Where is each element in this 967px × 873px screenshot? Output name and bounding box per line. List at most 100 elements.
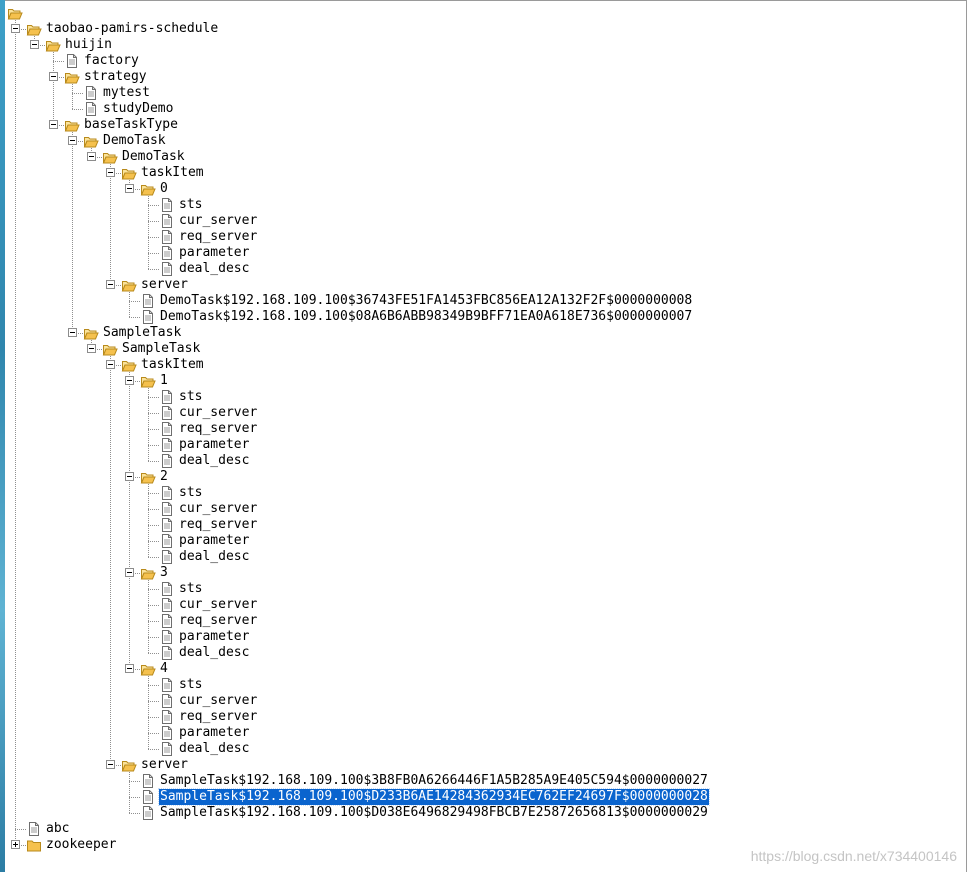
tree-leaf-row[interactable]: cur_server <box>0 597 960 613</box>
tree-folder-row[interactable]: strategy <box>0 69 960 85</box>
tree-node-label-zookeeper[interactable]: zookeeper <box>46 837 117 852</box>
tree-node-label-0[interactable]: 0 <box>160 181 168 196</box>
tree-node-label-mytest[interactable]: mytest <box>103 85 150 100</box>
tree-leaf-row[interactable]: cur_server <box>0 405 960 421</box>
tree-leaf-row[interactable]: SampleTask$192.168.109.100$3B8FB0A626644… <box>0 773 960 789</box>
tree-leaf-row[interactable]: cur_server <box>0 501 960 517</box>
tree-leaf-row[interactable]: abc <box>0 821 960 837</box>
tree-leaf-row[interactable]: deal_desc <box>0 453 960 469</box>
tree-node-label-4[interactable]: 4 <box>160 661 168 676</box>
tree-folder-row[interactable]: 4 <box>0 661 960 677</box>
tree-node-label-deal-desc[interactable]: deal_desc <box>179 549 250 564</box>
tree-node-label-server[interactable]: server <box>141 277 188 292</box>
tree-folder-row[interactable]: 0 <box>0 181 960 197</box>
tree-leaf-row[interactable]: deal_desc <box>0 645 960 661</box>
expand-plus-icon[interactable] <box>11 840 20 849</box>
tree-node-label-sts[interactable]: sts <box>179 677 203 692</box>
tree-leaf-row[interactable]: DemoTask$192.168.109.100$36743FE51FA1453… <box>0 293 960 309</box>
tree-node-label-req-server[interactable]: req_server <box>179 517 258 532</box>
tree-folder-row[interactable]: 3 <box>0 565 960 581</box>
tree-node-label-basetasktype[interactable]: baseTaskType <box>84 117 178 132</box>
tree-node-label-demotask[interactable]: DemoTask <box>122 149 185 164</box>
tree-node-label-3[interactable]: 3 <box>160 565 168 580</box>
tree-leaf-row[interactable]: req_server <box>0 517 960 533</box>
tree-leaf-row[interactable]: sts <box>0 197 960 213</box>
collapse-minus-icon[interactable] <box>106 168 115 177</box>
tree-leaf-row[interactable]: parameter <box>0 533 960 549</box>
tree-leaf-row[interactable]: SampleTask$192.168.109.100$D233B6AE14284… <box>0 788 960 806</box>
tree-node-label-cur-server[interactable]: cur_server <box>179 405 258 420</box>
collapse-minus-icon[interactable] <box>49 72 58 81</box>
tree-node-label-studydemo[interactable]: studyDemo <box>103 101 174 116</box>
tree-node-label-sts[interactable]: sts <box>179 581 203 596</box>
tree-leaf-row[interactable]: sts <box>0 485 960 501</box>
tree-node-label-strategy[interactable]: strategy <box>84 69 147 84</box>
tree-node-label-taobao-pamirs-schedule[interactable]: taobao-pamirs-schedule <box>46 21 219 36</box>
tree-leaf-row[interactable]: deal_desc <box>0 261 960 277</box>
tree-leaf-row[interactable]: req_server <box>0 709 960 725</box>
tree-node-label-factory[interactable]: factory <box>84 53 139 68</box>
tree-folder-row[interactable]: 1 <box>0 373 960 389</box>
collapse-minus-icon[interactable] <box>106 360 115 369</box>
tree-node-label-1[interactable]: 1 <box>160 373 168 388</box>
collapse-minus-icon[interactable] <box>125 664 134 673</box>
tree-node-label-cur-server[interactable]: cur_server <box>179 693 258 708</box>
tree-leaf-row[interactable]: cur_server <box>0 693 960 709</box>
tree-leaf-row[interactable]: parameter <box>0 245 960 261</box>
tree-node-label-sampletask-192-168-109-100-3b8fb0a626644[interactable]: SampleTask$192.168.109.100$3B8FB0A626644… <box>160 773 708 788</box>
tree-folder-row[interactable]: server <box>0 757 960 773</box>
tree-node-label-cur-server[interactable]: cur_server <box>179 501 258 516</box>
tree-leaf-row[interactable]: deal_desc <box>0 741 960 757</box>
tree-leaf-row[interactable]: deal_desc <box>0 549 960 565</box>
tree-node-label-deal-desc[interactable]: deal_desc <box>179 261 250 276</box>
tree-leaf-row[interactable]: mytest <box>0 85 960 101</box>
tree-node-label-cur-server[interactable]: cur_server <box>179 213 258 228</box>
tree-folder-row[interactable]: taskItem <box>0 165 960 181</box>
tree-folder-row[interactable]: taobao-pamirs-schedule <box>0 21 960 37</box>
tree-leaf-row[interactable]: sts <box>0 389 960 405</box>
tree-node-label-taskitem[interactable]: taskItem <box>141 357 204 372</box>
tree-leaf-row[interactable]: sts <box>0 581 960 597</box>
tree-leaf-row[interactable]: factory <box>0 53 960 69</box>
tree-node-label-sts[interactable]: sts <box>179 389 203 404</box>
tree-node-label-parameter[interactable]: parameter <box>179 629 250 644</box>
tree-leaf-row[interactable]: parameter <box>0 725 960 741</box>
tree-node-label-server[interactable]: server <box>141 757 188 772</box>
tree-node-label-sampletask-192-168-109-100-d233b6ae14284[interactable]: SampleTask$192.168.109.100$D233B6AE14284… <box>158 788 710 806</box>
tree-folder-row[interactable]: DemoTask <box>0 133 960 149</box>
tree-folder-row[interactable]: taskItem <box>0 357 960 373</box>
collapse-minus-icon[interactable] <box>125 472 134 481</box>
tree-node-label-req-server[interactable]: req_server <box>179 229 258 244</box>
collapse-minus-icon[interactable] <box>11 24 20 33</box>
tree-folder-row[interactable]: SampleTask <box>0 325 960 341</box>
tree-node-label-deal-desc[interactable]: deal_desc <box>179 453 250 468</box>
tree-node-label-req-server[interactable]: req_server <box>179 421 258 436</box>
tree-node-label-deal-desc[interactable]: deal_desc <box>179 645 250 660</box>
tree-node-label-sts[interactable]: sts <box>179 485 203 500</box>
tree-leaf-row[interactable]: req_server <box>0 613 960 629</box>
collapse-minus-icon[interactable] <box>87 152 96 161</box>
tree-node-label-req-server[interactable]: req_server <box>179 613 258 628</box>
tree-leaf-row[interactable]: sts <box>0 677 960 693</box>
tree-node-label-abc[interactable]: abc <box>46 821 70 836</box>
tree-leaf-row[interactable]: cur_server <box>0 213 960 229</box>
tree-leaf-row[interactable]: studyDemo <box>0 101 960 117</box>
tree-node-label-demotask-192-168-109-100-36743fe51fa1453[interactable]: DemoTask$192.168.109.100$36743FE51FA1453… <box>160 293 693 308</box>
collapse-minus-icon[interactable] <box>125 184 134 193</box>
tree-leaf-row[interactable]: SampleTask$192.168.109.100$D038E64968294… <box>0 805 960 821</box>
collapse-minus-icon[interactable] <box>125 376 134 385</box>
tree-node-label-cur-server[interactable]: cur_server <box>179 597 258 612</box>
tree-folder-row[interactable]: server <box>0 277 960 293</box>
tree-node-label-sampletask[interactable]: SampleTask <box>122 341 201 356</box>
tree-leaf-row[interactable]: req_server <box>0 421 960 437</box>
tree-folder-row[interactable]: DemoTask <box>0 149 960 165</box>
collapse-minus-icon[interactable] <box>30 40 39 49</box>
tree-node-label-parameter[interactable]: parameter <box>179 533 250 548</box>
collapse-minus-icon[interactable] <box>106 280 115 289</box>
tree-node-label-demotask[interactable]: DemoTask <box>103 133 166 148</box>
tree-node-label-sampletask-192-168-109-100-d038e64968294[interactable]: SampleTask$192.168.109.100$D038E64968294… <box>160 805 708 820</box>
tree-node-label-huijin[interactable]: huijin <box>65 37 112 52</box>
collapse-minus-icon[interactable] <box>68 328 77 337</box>
tree-node-label-sts[interactable]: sts <box>179 197 203 212</box>
